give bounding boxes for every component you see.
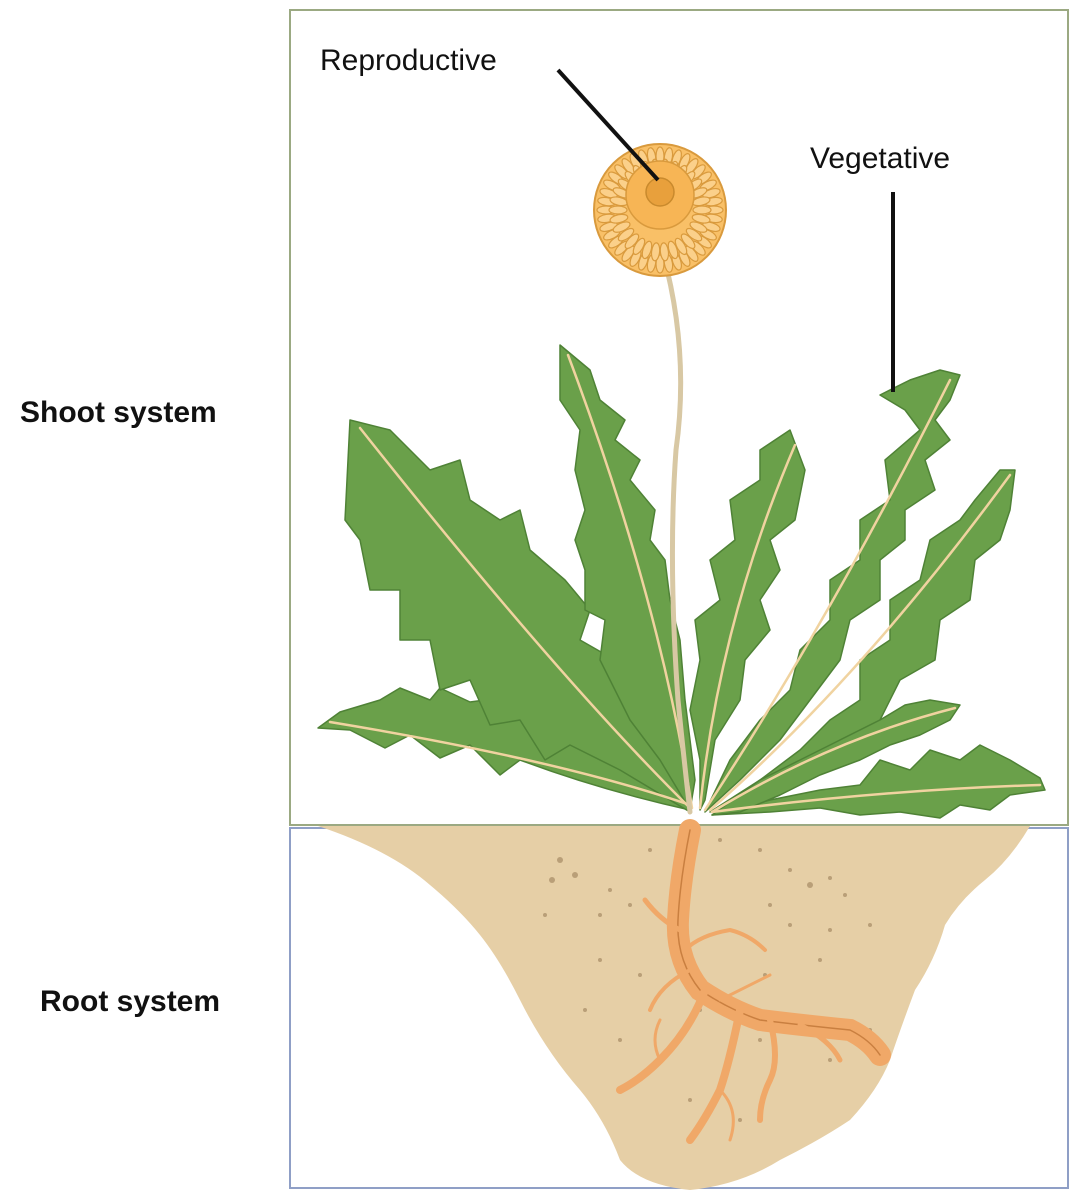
flower-floret xyxy=(689,221,708,233)
flower-floret xyxy=(667,240,679,260)
flower-floret xyxy=(674,237,688,256)
flower-floret xyxy=(608,205,628,215)
flower-floret xyxy=(680,233,696,250)
taproot-icon xyxy=(616,819,891,1144)
flower-floret xyxy=(659,242,670,262)
flower-floret xyxy=(691,213,711,224)
flower-floret xyxy=(692,205,712,215)
flower-floret xyxy=(641,240,653,260)
flower-floret xyxy=(617,227,635,242)
shoot-system-label: Shoot system xyxy=(20,396,217,429)
flower-floret xyxy=(650,242,661,262)
flower-floret xyxy=(624,233,640,250)
flower-floret xyxy=(609,213,629,224)
root-system-label: Root system xyxy=(40,985,221,1018)
flower-stem xyxy=(659,247,693,815)
flower-floret xyxy=(612,221,631,233)
vegetative-label: Vegetative xyxy=(810,142,951,175)
reproductive-label: Reproductive xyxy=(320,44,497,77)
reproductive-leader-line xyxy=(556,68,660,182)
soil xyxy=(318,826,1030,1190)
shoot-system-frame xyxy=(289,9,1069,826)
flower-floret xyxy=(685,227,703,242)
flower-floret xyxy=(632,237,646,256)
soil-specks xyxy=(543,838,872,1122)
dandelion-flower-icon xyxy=(593,143,727,277)
